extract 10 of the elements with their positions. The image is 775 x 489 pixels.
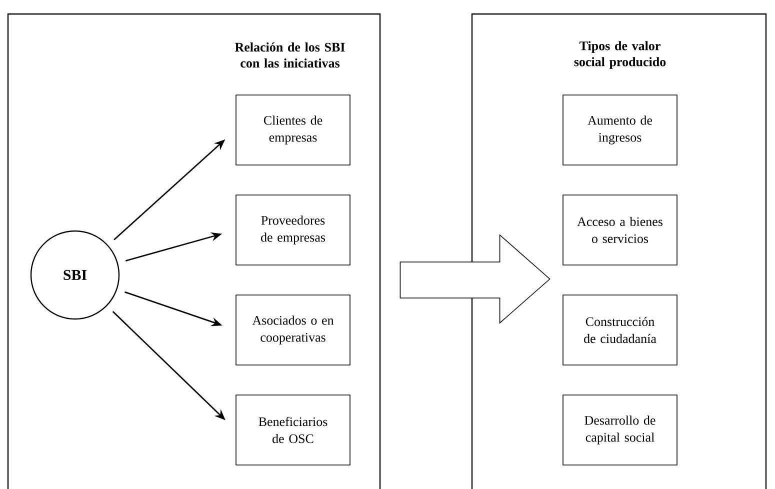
process-box: Proveedores de empresas [236, 194, 350, 266]
block-arrow [400, 234, 550, 324]
process-box: Desarrollo de capital social [562, 394, 678, 466]
process-box: Aumento de ingresos [562, 94, 678, 166]
process-box: Beneficiarios de OSC [236, 394, 350, 466]
circle-node: SBI [30, 230, 120, 320]
process-box: Acceso a bienes o servicios [562, 194, 678, 266]
process-box: Asociados o en cooperativas [236, 294, 350, 366]
process-box: Clientes de empresas [236, 94, 350, 166]
process-box: Construcción de ciudadanía [562, 294, 678, 366]
